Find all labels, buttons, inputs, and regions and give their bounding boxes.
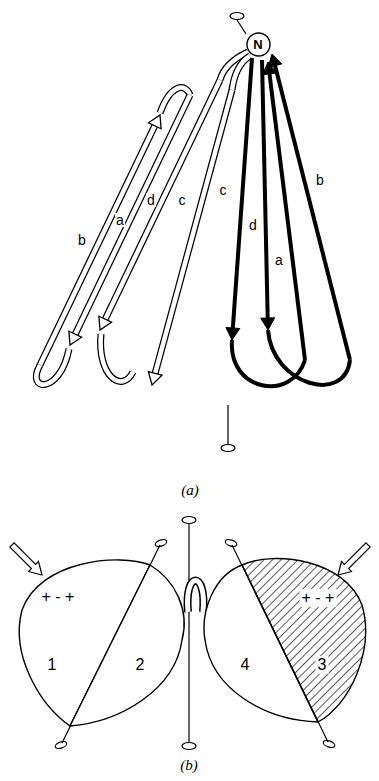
- dyad-axis-end: [182, 517, 196, 524]
- hollow-loop: [232, 56, 250, 90]
- dyad-axis-end: [182, 743, 196, 750]
- bridge-connector: [188, 581, 204, 613]
- black-strand: [262, 60, 268, 318]
- lobe-outline: [242, 558, 366, 722]
- strand-arrowhead: [69, 331, 82, 345]
- node-label: 3: [316, 656, 329, 674]
- domain-axis-end: [224, 538, 237, 548]
- dyad-axis: [227, 405, 228, 444]
- hollow-loop: [101, 334, 133, 381]
- black-strand: [233, 58, 252, 328]
- strand-label: c: [219, 183, 228, 197]
- strand-arrowhead: [226, 328, 240, 341]
- hatched-domain-lobe-outline: [240, 553, 370, 725]
- pointer-arrow: [338, 543, 370, 575]
- dyad-axis-end: [221, 445, 235, 452]
- lobe-outline: [70, 565, 184, 726]
- hollow-loop: [101, 334, 133, 381]
- strand-label: d: [248, 218, 258, 232]
- strand-arrowhead: [261, 318, 275, 330]
- node-label: N: [251, 36, 264, 53]
- strand-label: b: [315, 173, 325, 187]
- dyad-axis: [188, 524, 189, 742]
- black-arrowheads: [226, 54, 282, 340]
- node-label: 1: [46, 656, 59, 674]
- domain-axis-end: [54, 740, 67, 750]
- strand-arrowhead: [148, 372, 162, 385]
- panel-label: (a): [180, 483, 200, 498]
- strand-label: b: [77, 233, 87, 247]
- black-loop: [268, 330, 350, 385]
- strand-label: c: [178, 193, 187, 207]
- domain-lobe: 2: [68, 560, 188, 730]
- strand-label: a: [274, 253, 284, 267]
- hollow-loop: [232, 56, 250, 90]
- bridge-fill: [188, 581, 204, 613]
- dyad-axis-end: [230, 13, 244, 20]
- terminus-circle: N: [246, 32, 271, 57]
- domain-lobe-outline: [68, 560, 188, 730]
- node-label: 4: [239, 656, 252, 674]
- charge-signs: + - +: [300, 589, 337, 607]
- circle-outline: [247, 33, 270, 56]
- node-label: 2: [134, 656, 147, 674]
- strand-arrowhead: [99, 316, 112, 330]
- domain-axis-end: [154, 538, 167, 548]
- black-strand: [275, 66, 350, 360]
- panel-label: (b): [179, 758, 199, 773]
- black-loop: [232, 340, 305, 386]
- hatched-domain-lobe: + - + 3: [240, 553, 370, 725]
- charge-signs: + - +: [40, 588, 77, 606]
- hollow-strand: [155, 90, 232, 373]
- hollow-strands: [36, 52, 250, 385]
- strand-arrowhead: [268, 54, 282, 67]
- hollow-loop: [36, 349, 69, 385]
- domain-axis-end: [322, 739, 335, 749]
- strand-label: d: [146, 193, 156, 207]
- pointer-arrow: [10, 543, 42, 575]
- bridge-outline: [188, 581, 204, 613]
- hollow-loop: [36, 349, 69, 385]
- dyad-axis: [237, 20, 246, 34]
- strand-label: a: [115, 213, 125, 227]
- strand-arrowhead: [149, 115, 162, 129]
- hollow-strand: [155, 90, 232, 373]
- black-strands: [232, 58, 350, 386]
